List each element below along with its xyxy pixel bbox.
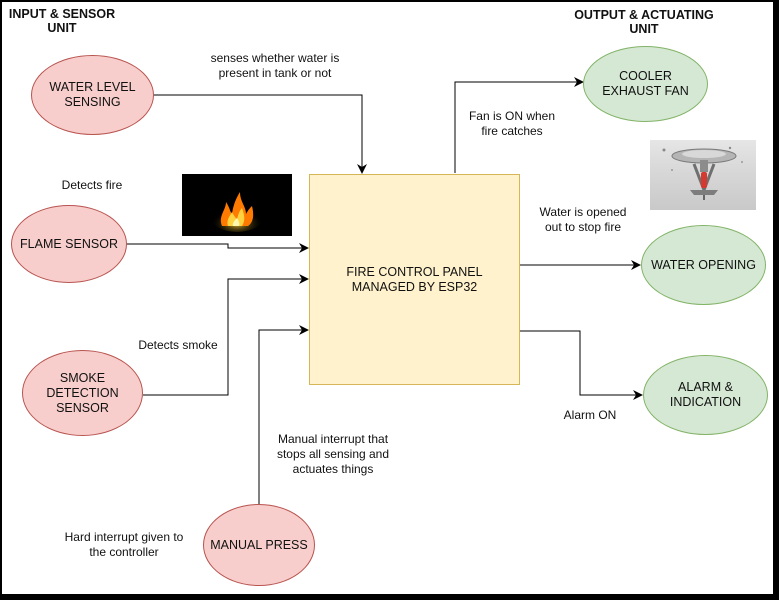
- water-level-note: senses whether water is present in tank …: [210, 51, 340, 80]
- connector-panel-to-alarm: [520, 330, 643, 400]
- water-note: Water is opened out to stop fire: [539, 205, 627, 234]
- smoke-detection-sensor-node: SMOKE DETECTION SENSOR: [22, 350, 143, 436]
- connector-panel-to-cooler: [454, 77, 584, 173]
- connector-smoke-to-panel: [143, 274, 309, 396]
- hard-interrupt-note: Hard interrupt given to the controller: [64, 530, 184, 559]
- connector-manual-to-panel: [258, 325, 309, 504]
- fire-control-panel-node: FIRE CONTROL PANEL MANAGED BY ESP32: [309, 174, 520, 385]
- water-opening-node: WATER OPENING: [641, 225, 766, 305]
- sprinkler-picture: [650, 140, 756, 210]
- fan-note: Fan is ON when fire catches: [468, 109, 556, 138]
- smoke-note: Detects smoke: [138, 338, 218, 352]
- water-level-sensing-node: WATER LEVEL SENSING: [31, 55, 154, 135]
- alarm-note: Alarm ON: [563, 408, 617, 422]
- flame-note: Detects fire: [61, 178, 123, 192]
- connector-flame-to-panel: [127, 243, 309, 253]
- manual-interrupt-note: Manual interrupt that stops all sensing …: [276, 432, 390, 476]
- connector-water-level-to-panel: [154, 94, 367, 174]
- input-unit-heading: INPUT & SENSOR UNIT: [8, 7, 116, 35]
- manual-press-node: MANUAL PRESS: [203, 504, 315, 586]
- flame-sensor-node: FLAME SENSOR: [11, 205, 127, 283]
- cooler-exhaust-fan-node: COOLER EXHAUST FAN: [583, 46, 708, 122]
- alarm-indication-node: ALARM & INDICATION: [643, 355, 768, 435]
- fire-picture: [182, 174, 292, 236]
- output-unit-heading: OUTPUT & ACTUATING UNIT: [574, 8, 714, 36]
